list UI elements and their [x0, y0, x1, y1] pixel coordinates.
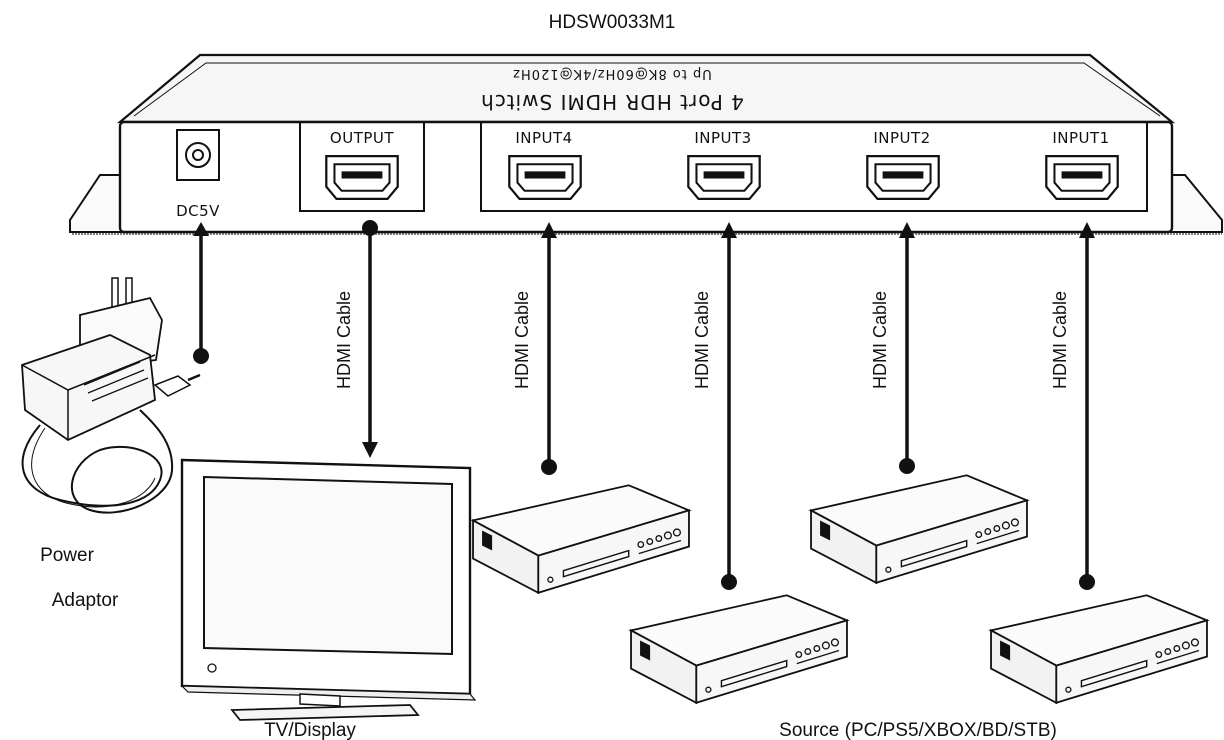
input4-port-label: INPUT4 [515, 129, 572, 147]
source-device-input3-icon [630, 594, 848, 704]
model-title: HDSW0033M1 [549, 12, 676, 33]
source-device-input1-icon [990, 594, 1208, 704]
product-name: 4 Port HDR HDMI Switch [480, 90, 744, 114]
input2-port-label: INPUT2 [873, 129, 930, 147]
hdmi-switch-device: 4 Port HDR HDMI Switch Up to 8K@60Hz/4K@… [69, 53, 1223, 235]
source-device-input4-icon [472, 484, 690, 594]
output-port-frame [299, 121, 425, 212]
tv-display-label: TV/Display [264, 720, 356, 740]
input4-cable-label: HDMI Cable [512, 291, 532, 389]
output-cable [362, 220, 378, 458]
output-cable-label: HDMI Cable [334, 291, 354, 389]
power-adaptor-label-line1: Power [40, 545, 95, 566]
input3-cable [721, 222, 737, 590]
input3-port-label: INPUT3 [694, 129, 751, 147]
output-port-label: OUTPUT [330, 129, 394, 147]
input2-cable-label: HDMI Cable [870, 291, 890, 389]
power-adaptor-icon [21, 277, 201, 514]
product-spec: Up to 8K@60Hz/4K@120Hz [512, 66, 712, 81]
input1-cable-label: HDMI Cable [1050, 291, 1070, 389]
input4-cable [541, 222, 557, 475]
source-devices-label: Source (PC/PS5/XBOX/BD/STB) [779, 720, 1057, 740]
source-device-input2-icon [810, 474, 1028, 584]
dc-power-connection [193, 222, 209, 364]
input-ports-frame [480, 121, 1148, 212]
dc-port-label: DC5V [176, 202, 220, 220]
input2-cable [899, 222, 915, 474]
dc-power-port [176, 129, 220, 181]
input1-cable [1079, 222, 1095, 590]
input1-port-label: INPUT1 [1052, 129, 1109, 147]
tv-display-icon [180, 458, 477, 721]
input3-cable-label: HDMI Cable [692, 291, 712, 389]
power-adaptor-label-line2: Adaptor [52, 590, 119, 611]
